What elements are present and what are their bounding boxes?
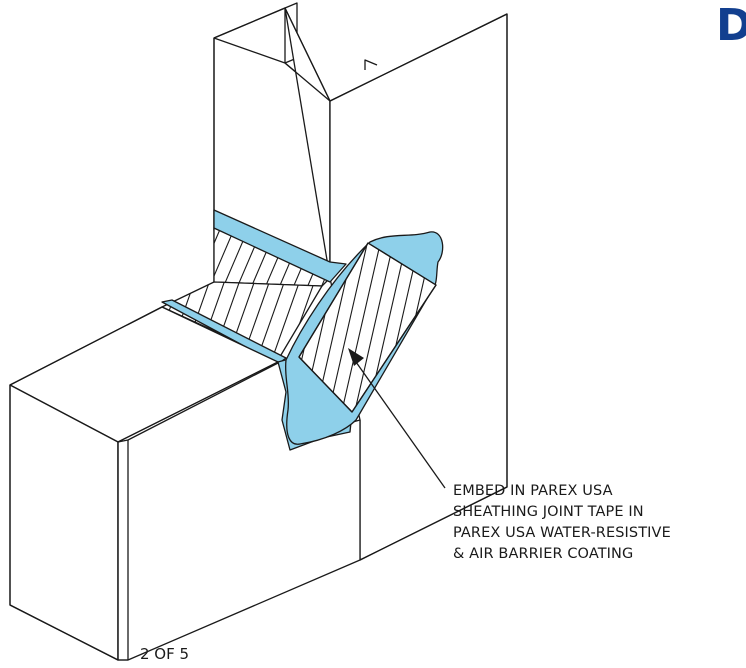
callout-line-1: EMBED IN PAREX USA: [453, 483, 613, 499]
tape-strip-upper: [213, 209, 347, 283]
hatch-line: [327, 243, 369, 412]
hatch-line: [340, 243, 382, 412]
hatch-line: [180, 220, 210, 290]
hatch-line: [269, 282, 301, 360]
callout-note: EMBED IN PAREX USA SHEATHING JOINT TAPE …: [453, 481, 671, 565]
sheet-corner-letter: D: [716, 0, 746, 51]
lower-wall-block: [9, 306, 361, 661]
callout-line-4: & AIR BARRIER COATING: [453, 546, 634, 562]
hatch-line: [214, 228, 225, 286]
hatch-line: [353, 243, 395, 412]
callout-line-3: PAREX USA WATER-RESISTIVE: [453, 525, 671, 541]
arrowhead-icon: [348, 348, 364, 366]
left-sheathing-board: [213, 7, 331, 279]
callout-line-2: SHEATHING JOINT TAPE IN: [453, 504, 644, 520]
steel-stud-upper: [284, 2, 378, 70]
callout-leader: [348, 348, 446, 489]
page-number: 2 OF 5: [140, 645, 190, 663]
